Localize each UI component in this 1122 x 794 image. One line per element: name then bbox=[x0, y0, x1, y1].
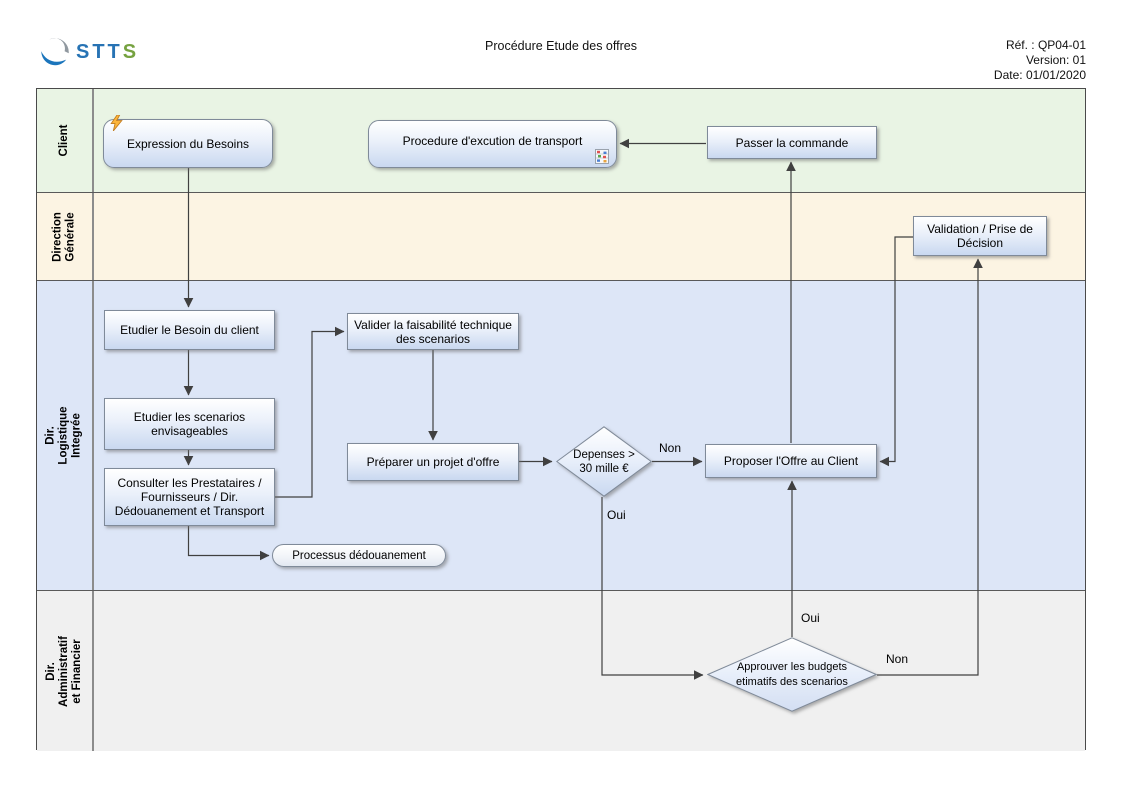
doc-ref: Réf. : QP04-01 bbox=[1005, 38, 1086, 52]
node-proposer-offre[interactable]: Proposer l'Offre au Client bbox=[705, 444, 877, 478]
lane-label-direction-generale: Direction Générale bbox=[37, 193, 94, 280]
node-expression-besoins-label: Expression du Besoins bbox=[126, 136, 250, 151]
logo-text-blue: STT bbox=[76, 40, 123, 63]
node-expression-besoins[interactable]: Expression du Besoins bbox=[103, 115, 273, 168]
decision-approuver-budgets[interactable]: Approuver les budgets etimatifs des scen… bbox=[707, 637, 877, 712]
node-validation-prise-decision[interactable]: Validation / Prise de Décision bbox=[913, 216, 1047, 256]
logo-text: STTS bbox=[76, 41, 139, 64]
doc-version: Version: 01 bbox=[1025, 53, 1086, 67]
edge-label-approuver-non: Non bbox=[886, 652, 909, 666]
node-processus-dedouanement[interactable]: Processus dédouanement bbox=[272, 544, 446, 567]
document-meta: Réf. : QP04-01 Version: 01 Date: 01/01/2… bbox=[994, 38, 1086, 83]
edge-label-approuver-oui: Oui bbox=[801, 611, 820, 625]
document-title: Procédure Etude des offres bbox=[485, 39, 637, 53]
sphere-logo-icon bbox=[41, 38, 69, 66]
decision-depenses-shape bbox=[556, 426, 652, 497]
lightning-bolt-icon bbox=[110, 115, 123, 131]
node-etudier-scenarios-label: Etudier les scenarios envisageables bbox=[133, 410, 246, 438]
lane-label-client: Client bbox=[37, 89, 94, 192]
logo-text-green: S bbox=[122, 40, 140, 63]
node-proposer-offre-label: Proposer l'Offre au Client bbox=[723, 454, 859, 468]
node-passer-commande-label: Passer la commande bbox=[735, 135, 849, 150]
node-consulter-prestataires[interactable]: Consulter les Prestataires / Fournisseur… bbox=[104, 468, 275, 526]
lane-label-logistique: Dir. Logistique Integrée bbox=[37, 281, 94, 590]
node-procedure-execution-transport-label: Procedure d'excution de transport bbox=[402, 134, 583, 148]
node-validation-prise-decision-label: Validation / Prise de Décision bbox=[927, 222, 1033, 250]
node-valider-faisabilite[interactable]: Valider la faisabilité technique des sce… bbox=[347, 313, 519, 350]
subprocess-chart-icon bbox=[595, 149, 609, 164]
edge-label-depenses-oui: Oui bbox=[607, 508, 626, 522]
node-procedure-execution-transport[interactable]: Procedure d'excution de transport bbox=[368, 120, 617, 168]
node-passer-commande[interactable]: Passer la commande bbox=[707, 126, 877, 159]
doc-date: Date: 01/01/2020 bbox=[993, 68, 1086, 82]
company-logo: STTS bbox=[40, 37, 139, 67]
edge-label-depenses-non: Non bbox=[659, 441, 682, 455]
decision-approuver-budgets-label: Approuver les budgets etimatifs des scen… bbox=[736, 660, 848, 688]
lane-admin-financier: Dir. Administratif et Financier bbox=[37, 591, 1085, 751]
node-etudier-besoin-label: Etudier le Besoin du client bbox=[120, 323, 259, 337]
node-preparer-offre[interactable]: Préparer un projet d'offre bbox=[347, 443, 519, 481]
decision-depenses-label: Depenses > 30 mille € bbox=[573, 448, 635, 475]
node-consulter-prestataires-label: Consulter les Prestataires / Fournisseur… bbox=[114, 476, 265, 518]
decision-approuver-budgets-shape bbox=[707, 637, 877, 712]
decision-depenses[interactable]: Depenses > 30 mille € bbox=[556, 426, 652, 497]
lane-label-admin-financier: Dir. Administratif et Financier bbox=[37, 591, 94, 751]
node-etudier-besoin[interactable]: Etudier le Besoin du client bbox=[104, 310, 275, 350]
node-etudier-scenarios[interactable]: Etudier les scenarios envisageables bbox=[104, 398, 275, 450]
node-valider-faisabilite-label: Valider la faisabilité technique des sce… bbox=[354, 317, 512, 346]
node-processus-dedouanement-label: Processus dédouanement bbox=[292, 549, 426, 562]
node-preparer-offre-label: Préparer un projet d'offre bbox=[366, 455, 500, 469]
